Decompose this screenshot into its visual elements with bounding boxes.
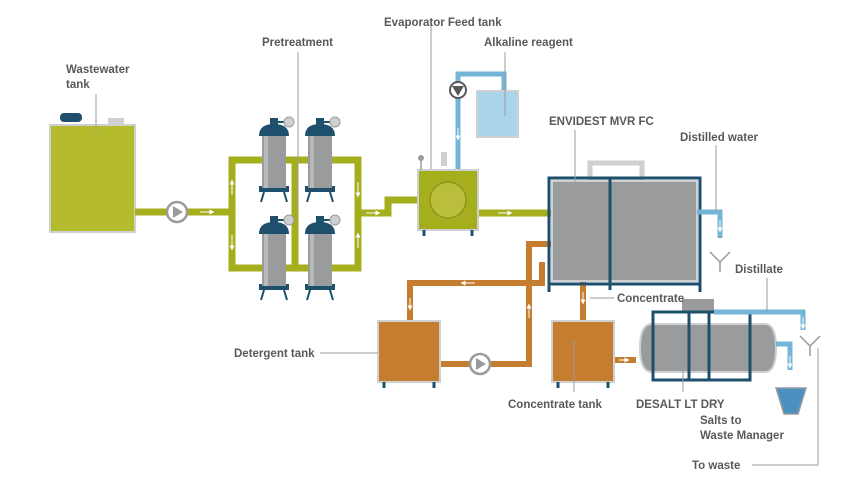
wastewater-tank — [49, 113, 136, 233]
evaporator-feed-tank — [417, 20, 479, 236]
pretreatment-filter — [305, 214, 341, 301]
label-pretreatment: Pretreatment — [262, 37, 333, 49]
concentrate-tank — [551, 320, 615, 388]
pretreatment-filter — [259, 214, 295, 301]
label-salts-1: Salts to — [700, 415, 742, 427]
pretreatment-filter — [259, 116, 295, 203]
envidest-unit — [547, 160, 702, 292]
label-detergent-tank: Detergent tank — [234, 348, 315, 360]
label-wastewater-tank-1: Wastewater — [66, 64, 130, 76]
pretreatment-filter — [305, 116, 341, 203]
reagent-pump-icon — [449, 81, 467, 99]
label-wastewater-tank-2: tank — [66, 79, 90, 91]
salts-pipe — [776, 341, 793, 370]
label-concentrate-tank: Concentrate tank — [508, 399, 603, 411]
drain-funnel-icon — [709, 251, 731, 272]
alkaline-reagent-tank — [476, 90, 519, 138]
label-envidest: ENVIDEST MVR FC — [549, 116, 654, 128]
label-desalt: DESALT LT DRY — [636, 399, 725, 411]
label-evaporator-feed-tank: Evaporator Feed tank — [384, 17, 502, 29]
label-to-waste: To waste — [692, 460, 740, 472]
feed-pump-icon — [165, 200, 189, 224]
reagent-pipe — [455, 71, 507, 170]
label-alkaline-reagent: Alkaline reagent — [484, 37, 573, 49]
detergent-tank — [377, 320, 441, 388]
flow-arrows-olive — [200, 179, 513, 251]
label-concentrate: Concentrate — [617, 293, 684, 305]
drain-funnel-icon — [799, 335, 821, 356]
labels: Wastewater tank Pretreatment Evaporator … — [66, 17, 784, 472]
label-distillate: Distillate — [735, 264, 783, 276]
salts-container — [774, 387, 808, 415]
label-salts-2: Waste Manager — [700, 430, 784, 442]
detergent-pump-icon — [468, 352, 492, 376]
desalt-unit — [638, 299, 778, 382]
feed-pipes — [135, 156, 552, 272]
leader-lines — [95, 52, 819, 466]
flow-arrows-orange — [407, 280, 630, 363]
label-distilled-water: Distilled water — [680, 132, 758, 144]
